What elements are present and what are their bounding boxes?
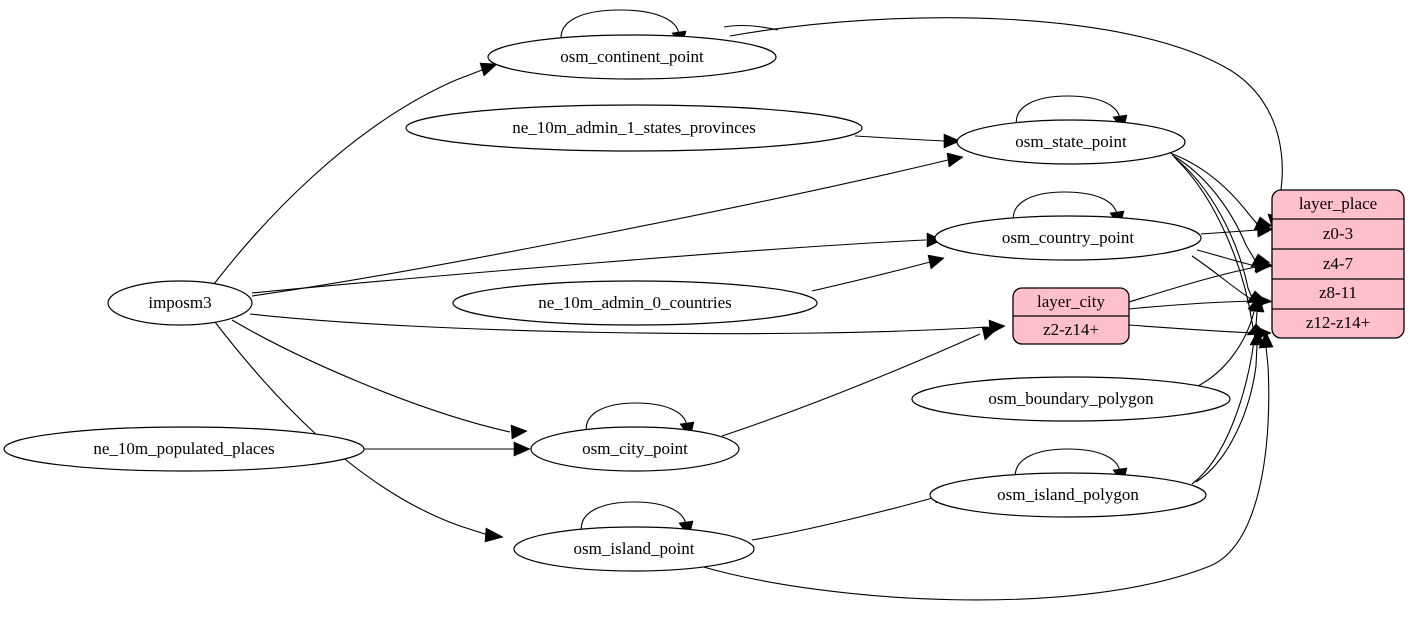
self-loop-osm_continent_point [560, 9, 680, 45]
node-ne_10m_populated_places[interactable]: ne_10m_populated_places [3, 426, 365, 472]
edge-layer_city-to-layer_place-z12-z14 [1128, 324, 1256, 334]
node-shape [513, 526, 755, 572]
edge-imposm3-to-osm_state_point [251, 159, 949, 297]
node-osm_state_point[interactable]: osm_state_point [956, 119, 1186, 165]
node-shape [487, 34, 777, 80]
self-loop-osm_city_point [585, 402, 688, 435]
arrowhead [946, 152, 964, 168]
node-label: osm_boundary_polygon [988, 389, 1154, 408]
edge-osm_continent_point-to-layer_place-z0-3 [729, 17, 1283, 217]
node-layer: imposm3 ne_10m_populated_places ne_10m_a… [3, 34, 1231, 572]
node-shape [3, 426, 365, 472]
edge-imposm3-to-osm_country_point [251, 239, 927, 294]
record-row-z12-z14: z12-z14+ [1306, 313, 1370, 332]
record-row-z8-11: z8-11 [1319, 283, 1357, 302]
edge-osm_island_polygon-to-layer_place-z12-z14 [1195, 344, 1258, 483]
node-shape [929, 472, 1207, 518]
edge-osm_country_point-to-layer_place-z8-11 [1191, 255, 1255, 302]
node-osm_island_polygon[interactable]: osm_island_polygon [929, 472, 1207, 518]
node-osm_continent_point[interactable]: osm_continent_point [487, 34, 777, 80]
edge-imposm3-to-osm_city_point [231, 319, 511, 433]
node-imposm3[interactable]: imposm3 [107, 280, 253, 326]
node-shape [1271, 189, 1405, 339]
edge-osm_country_point-to-layer_place-z0-3 [1200, 229, 1259, 235]
edge-osm_state_point-to-layer_place-z0-3 [1169, 152, 1259, 226]
record-row-z0-3: z0-3 [1323, 224, 1353, 243]
edge-osm_boundary_polygon-to-layer_place-z8-11 [1195, 311, 1255, 388]
node-shape [911, 376, 1231, 422]
edge-imposm3-to-osm_continent_point [213, 69, 483, 285]
node-label: ne_10m_admin_0_countries [538, 293, 732, 312]
node-shape [934, 215, 1202, 261]
arrowhead [513, 441, 531, 457]
edge-ne_10m_admin_1_states_provinces-to-osm_state_point [854, 135, 945, 142]
node-label: osm_island_point [574, 539, 695, 558]
edge-osm_state_point-to-layer_place-z4-7 [1171, 154, 1257, 263]
edge-osm_country_point-to-layer_place-z4-7 [1196, 249, 1257, 267]
record-row-title: layer_city [1037, 292, 1105, 311]
arrowhead [484, 527, 504, 543]
edge-osm_island_point-to-layer_place-z12-z14 [699, 346, 1270, 601]
node-label: ne_10m_populated_places [93, 439, 274, 458]
node-label: osm_city_point [582, 439, 688, 458]
record-row-title: layer_place [1299, 194, 1377, 213]
arrowhead [1254, 259, 1273, 274]
self-loop-osm_island_point [580, 501, 687, 535]
edge-into-osm_continent_point-top [723, 25, 779, 31]
edge-osm_city_point-to-layer_city [721, 333, 981, 437]
node-osm_city_point[interactable]: osm_city_point [530, 426, 740, 472]
node-ne_10m_admin_1_states_provinces[interactable]: ne_10m_admin_1_states_provinces [405, 104, 863, 152]
edge-imposm3-to-layer_city [249, 313, 989, 335]
edge-ne_10m_admin_0_countries-to-osm_country_point [811, 261, 931, 292]
node-ne_10m_admin_0_countries[interactable]: ne_10m_admin_0_countries [452, 280, 818, 326]
arrowhead [981, 326, 999, 341]
node-layer_city[interactable]: layer_city z2-z14+ [1012, 287, 1130, 345]
arrowhead [510, 424, 528, 440]
node-shape [452, 280, 818, 326]
arrowhead [1256, 222, 1274, 238]
record-row-z4-7: z4-7 [1323, 254, 1354, 273]
node-layer_place[interactable]: layer_place z0-3 z4-7 z8-11 z12-z14+ [1271, 189, 1405, 339]
edge-layer [213, 17, 1283, 601]
node-label: imposm3 [148, 293, 211, 312]
edge-osm_state_point-to-layer_place-z12-z14 [1175, 158, 1255, 334]
record-node-layer: layer_city z2-z14+ layer_place z0-3 z4-7… [1012, 189, 1405, 345]
self-loop-osm_country_point [1012, 191, 1118, 225]
node-osm_island_point[interactable]: osm_island_point [513, 526, 755, 572]
arrowhead [479, 62, 498, 77]
edge-osm_island_point-to-osm_island_polygon [751, 496, 937, 541]
arrowhead [1249, 329, 1265, 346]
node-shape [405, 104, 863, 152]
node-osm_boundary_polygon[interactable]: osm_boundary_polygon [911, 376, 1231, 422]
node-label: osm_island_polygon [997, 485, 1139, 504]
node-shape [530, 426, 740, 472]
node-osm_country_point[interactable]: osm_country_point [934, 215, 1202, 261]
record-row-zoom: z2-z14+ [1043, 320, 1099, 339]
node-shape [107, 280, 253, 326]
arrowhead [927, 254, 945, 270]
arrowhead [1249, 295, 1265, 313]
edge-layer_city-to-layer_place-z4-7 [1128, 266, 1257, 303]
node-label: osm_continent_point [560, 47, 704, 66]
edge-layer_city-to-layer_place-z8-11 [1128, 300, 1256, 310]
edge-osm_state_point-to-layer_place-z8-11 [1173, 156, 1254, 301]
arrowhead [926, 232, 943, 248]
node-shape [956, 119, 1186, 165]
self-loop-osm_state_point [1015, 95, 1121, 129]
self-loop-osm_island_polygon [1014, 448, 1121, 482]
node-label: osm_country_point [1002, 228, 1134, 247]
node-label: ne_10m_admin_1_states_provinces [512, 118, 756, 137]
arrowhead [1258, 331, 1274, 349]
node-label: osm_state_point [1015, 132, 1127, 151]
arrowhead [943, 133, 961, 149]
